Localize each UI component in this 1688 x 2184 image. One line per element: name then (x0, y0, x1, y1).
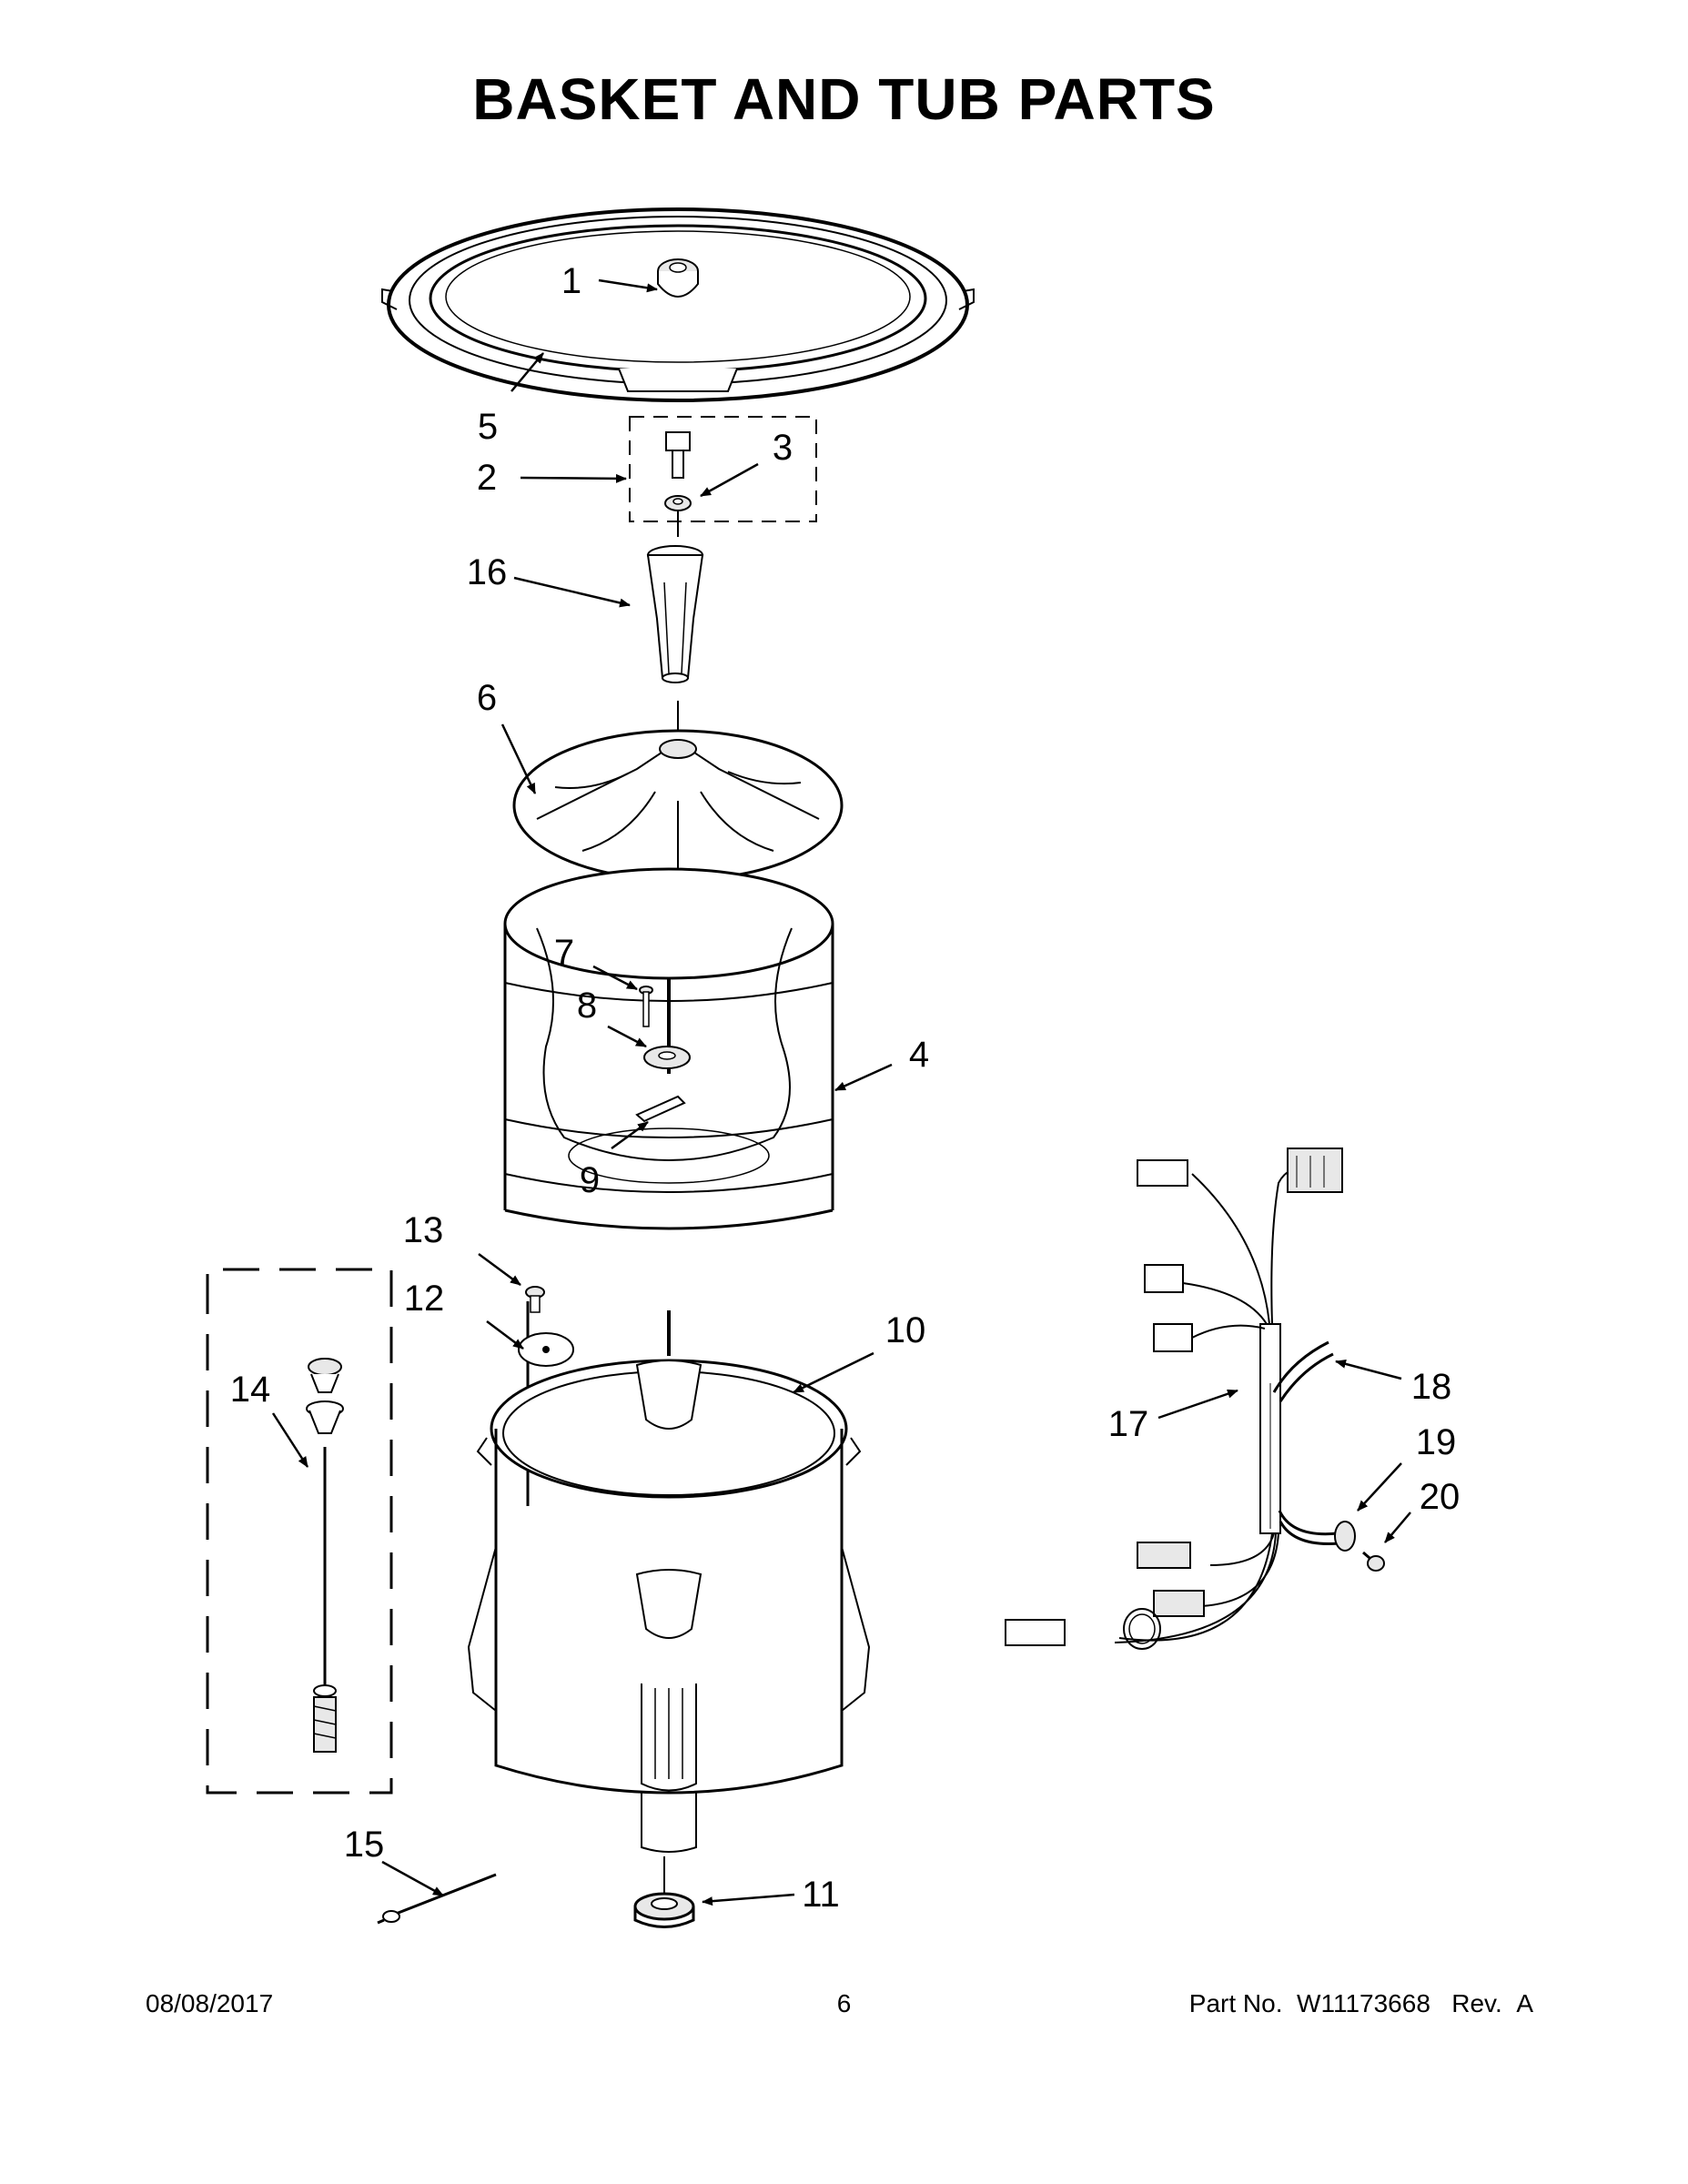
callout-1: 1 (561, 261, 581, 301)
shoulder-bolt-part (525, 1286, 545, 1313)
tub-ring-part (381, 207, 975, 402)
callout-15: 15 (344, 1825, 385, 1865)
agitator-shaft-part (646, 545, 704, 683)
assembly-axis-lines (526, 309, 679, 1897)
callout-4: 4 (909, 1035, 929, 1075)
callout-14: 14 (230, 1370, 271, 1410)
basket-hub-part (643, 1046, 691, 1069)
page-title: BASKET AND TUB PARTS (472, 66, 1216, 132)
callout-12: 12 (404, 1279, 445, 1319)
wash-basket-part (503, 867, 834, 1230)
outer-tub-part (467, 1359, 871, 1853)
callout-8: 8 (577, 986, 597, 1026)
suspension-kit-box (206, 1268, 393, 1795)
screw-part (639, 986, 653, 1027)
callout-2: 2 (477, 458, 497, 498)
callout-20: 20 (1420, 1477, 1461, 1517)
callout-17: 17 (1108, 1404, 1149, 1444)
callout-leader-lines (271, 278, 1411, 1906)
callout-3: 3 (773, 428, 793, 468)
callout-7: 7 (554, 933, 574, 973)
clamp-part (1334, 1521, 1356, 1552)
impeller-part (512, 729, 844, 882)
agitator-cap-part (657, 258, 699, 298)
basket-clip-part (635, 1095, 686, 1123)
footer-page-number: 6 (836, 1989, 852, 2017)
harness-screw-part (1362, 1551, 1385, 1572)
washer-part (664, 495, 692, 511)
callout-numbers: 1 2 3 4 5 6 7 8 9 10 11 12 13 14 15 16 1… (230, 261, 1461, 1915)
footer-date: 08/08/2017 (146, 1989, 274, 2017)
wire-harness-part (1005, 1148, 1343, 1650)
callout-18: 18 (1411, 1367, 1452, 1407)
callout-5: 5 (478, 407, 498, 447)
callout-6: 6 (477, 678, 497, 718)
footer-rev: A (1516, 1989, 1533, 2017)
footer-rev-label: Rev. (1451, 1989, 1502, 2017)
callout-13: 13 (403, 1210, 444, 1250)
bolt-kit-box (629, 416, 817, 522)
plate-part (518, 1332, 574, 1367)
tube-part (1272, 1340, 1340, 1545)
callout-9: 9 (580, 1160, 600, 1200)
bolt-part (665, 431, 691, 479)
footer-part-info: Part No. W11173668 Rev. A (1189, 1989, 1533, 2018)
probe-part (377, 1873, 497, 1925)
callout-16: 16 (467, 552, 508, 592)
suspension-rod-part (306, 1358, 344, 1753)
tub-seal-part (633, 1892, 695, 1928)
callout-11: 11 (802, 1875, 840, 1915)
callout-19: 19 (1416, 1422, 1457, 1462)
footer-part-number: W11173668 (1297, 1989, 1430, 2017)
callout-10: 10 (885, 1310, 926, 1350)
footer-part-label: Part No. (1188, 1989, 1283, 2017)
